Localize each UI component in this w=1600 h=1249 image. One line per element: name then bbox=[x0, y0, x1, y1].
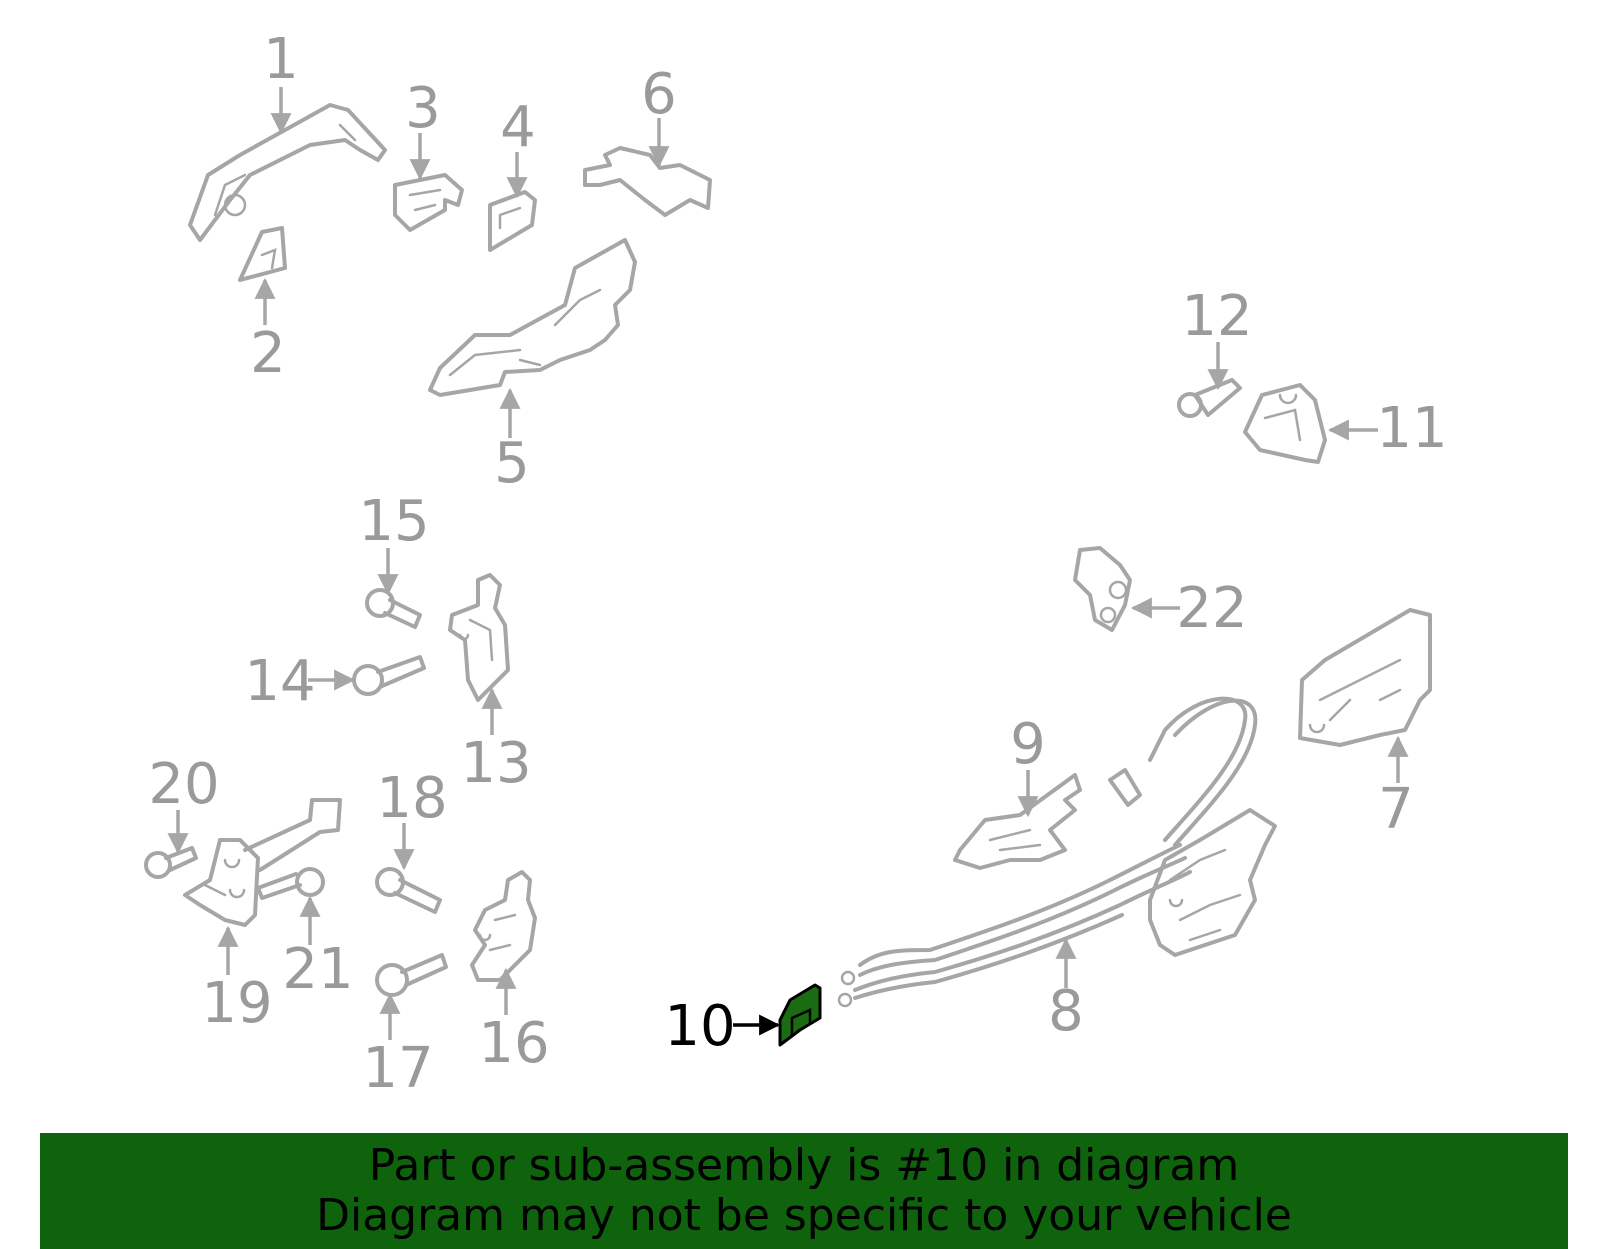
callout-2[interactable]: 2 bbox=[250, 321, 286, 386]
callout-21[interactable]: 21 bbox=[282, 937, 353, 1002]
part-10-highlighted-clip[interactable] bbox=[778, 983, 822, 1047]
part-8-latch-and-cables[interactable] bbox=[837, 808, 1277, 1008]
callout-9[interactable]: 9 bbox=[1010, 712, 1046, 777]
callout-5[interactable]: 5 bbox=[494, 431, 530, 496]
callout-15[interactable]: 15 bbox=[358, 489, 429, 554]
callout-1[interactable]: 1 bbox=[263, 27, 299, 92]
actuator-cable[interactable] bbox=[1108, 696, 1258, 847]
callout-11[interactable]: 11 bbox=[1376, 396, 1447, 461]
part-2-cap[interactable] bbox=[238, 226, 287, 282]
callout-12[interactable]: 12 bbox=[1181, 284, 1252, 349]
banner-line-part: Part or sub-assembly is #10 in diagram bbox=[368, 1140, 1240, 1191]
callout-14[interactable]: 14 bbox=[244, 649, 315, 714]
part-4-pad[interactable] bbox=[488, 190, 537, 252]
part-13-hinge[interactable] bbox=[448, 573, 510, 702]
part-7-latch-actuator[interactable] bbox=[1298, 608, 1432, 747]
callout-22[interactable]: 22 bbox=[1176, 576, 1247, 641]
part-18-bolt[interactable] bbox=[375, 867, 442, 914]
part-3-bracket[interactable] bbox=[393, 173, 464, 232]
callout-18[interactable]: 18 bbox=[376, 766, 447, 831]
banner-line-disclaimer: Diagram may not be specific to your vehi… bbox=[316, 1190, 1292, 1241]
part-14-bolt[interactable] bbox=[352, 655, 426, 696]
leader-arrows bbox=[167, 87, 1409, 1040]
callout-19[interactable]: 19 bbox=[201, 971, 272, 1036]
part-15-bolt[interactable] bbox=[365, 588, 422, 629]
part-5-handle-frame[interactable] bbox=[428, 238, 637, 397]
part-22-switch[interactable] bbox=[1073, 546, 1132, 632]
callout-17[interactable]: 17 bbox=[362, 1036, 433, 1101]
callout-7[interactable]: 7 bbox=[1378, 777, 1414, 842]
callout-10[interactable]: 10 bbox=[664, 994, 735, 1059]
part-20-bolt[interactable] bbox=[144, 846, 198, 879]
part-9-bracket[interactable] bbox=[953, 773, 1082, 870]
callout-16[interactable]: 16 bbox=[478, 1011, 549, 1076]
info-banner: Part or sub-assembly is #10 in diagram D… bbox=[40, 1133, 1568, 1249]
callout-20[interactable]: 20 bbox=[148, 752, 219, 817]
part-1-outside-handle[interactable] bbox=[188, 103, 387, 242]
callout-6[interactable]: 6 bbox=[641, 62, 677, 127]
part-6-gasket[interactable] bbox=[583, 146, 712, 217]
part-17-bolt[interactable] bbox=[375, 953, 448, 997]
part-21-bolt[interactable] bbox=[256, 867, 325, 900]
part-11-striker[interactable] bbox=[1243, 383, 1327, 464]
callout-labels: 1 2 3 4 5 6 7 8 9 10 11 12 13 14 15 16 1… bbox=[148, 27, 1447, 1101]
callout-3[interactable]: 3 bbox=[405, 76, 441, 141]
callout-8[interactable]: 8 bbox=[1048, 979, 1084, 1044]
callout-13[interactable]: 13 bbox=[460, 731, 531, 796]
callout-4[interactable]: 4 bbox=[500, 95, 536, 160]
part-19-door-check[interactable] bbox=[183, 798, 342, 927]
part-16-hinge[interactable] bbox=[470, 870, 537, 982]
part-12-screw[interactable] bbox=[1177, 378, 1242, 418]
